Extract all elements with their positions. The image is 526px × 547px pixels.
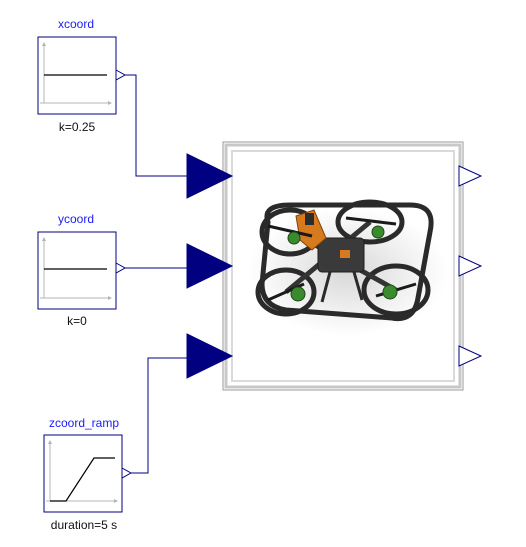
output-port-1[interactable] bbox=[458, 165, 483, 187]
output-port-zcoord-ramp[interactable] bbox=[121, 467, 133, 479]
input-port-x[interactable] bbox=[186, 153, 234, 199]
block-name-xcoord: xcoord bbox=[58, 17, 94, 31]
constant-icon bbox=[40, 237, 112, 300]
output-port-2[interactable] bbox=[458, 255, 483, 277]
wire-xcoord-to-quadcopter[interactable] bbox=[125, 74, 188, 177]
block-zcoord-ramp[interactable]: zcoord_ramp duration=5 s bbox=[43, 416, 133, 532]
wire-zcoord-ramp-to-quadcopter[interactable] bbox=[130, 357, 188, 474]
output-port-ycoord[interactable] bbox=[115, 262, 127, 274]
ramp-icon bbox=[46, 440, 118, 503]
block-name-zcoord-ramp: zcoord_ramp bbox=[49, 416, 119, 430]
input-port-y[interactable] bbox=[186, 243, 234, 289]
output-port-3[interactable] bbox=[458, 345, 483, 367]
quadcopter-drone-photo bbox=[248, 199, 448, 336]
block-param-xcoord: k=0.25 bbox=[59, 120, 96, 134]
input-port-z[interactable] bbox=[186, 333, 234, 379]
block-ycoord[interactable]: ycoord k=0 bbox=[37, 212, 127, 328]
block-name-ycoord: ycoord bbox=[58, 212, 94, 226]
block-param-zcoord-ramp: duration=5 s bbox=[51, 518, 117, 532]
block-param-ycoord: k=0 bbox=[67, 314, 87, 328]
block-frame-ycoord bbox=[37, 231, 117, 310]
connections bbox=[125, 74, 188, 474]
block-quadcopter[interactable] bbox=[186, 141, 483, 391]
constant-icon bbox=[40, 42, 112, 105]
block-xcoord[interactable]: xcoord k=0.25 bbox=[37, 17, 127, 134]
output-port-xcoord[interactable] bbox=[115, 69, 127, 81]
block-frame-zcoord-ramp bbox=[43, 434, 123, 513]
